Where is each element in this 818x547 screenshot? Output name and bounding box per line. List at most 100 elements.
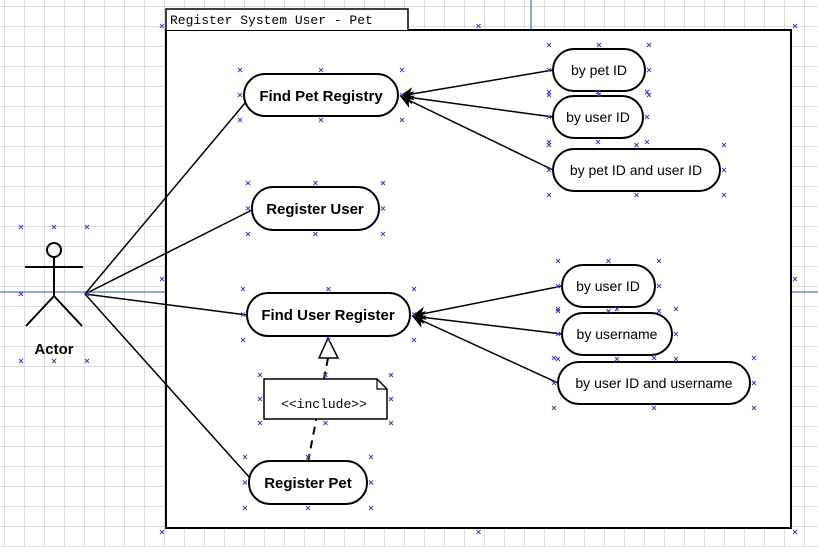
selection-marker-icon xyxy=(614,356,620,362)
selection-marker-icon xyxy=(368,480,374,485)
selection-marker-icon xyxy=(546,142,552,148)
selection-marker-icon xyxy=(546,42,552,48)
use-case-register-pet[interactable]: Register Pet xyxy=(248,460,368,505)
selection-marker-icon xyxy=(551,355,557,361)
selection-marker-icon xyxy=(555,331,561,337)
selection-marker-icon xyxy=(388,420,394,426)
selection-marker-icon xyxy=(313,231,318,237)
variant-label: by user ID and username xyxy=(575,375,732,391)
selection-marker-icon xyxy=(673,331,679,337)
selection-marker-icon xyxy=(555,356,561,362)
selection-marker-icon xyxy=(751,380,757,386)
variant-by-pet-id[interactable]: by pet ID xyxy=(552,48,646,92)
selection-marker-icon xyxy=(245,231,251,237)
selection-marker-icon xyxy=(721,167,727,173)
selection-marker-icon xyxy=(644,114,650,120)
selection-marker-icon xyxy=(245,206,251,211)
selection-marker-icon xyxy=(646,42,652,48)
selection-marker-icon xyxy=(323,372,328,378)
pet-registry-extends xyxy=(399,69,554,171)
selection-marker-icon xyxy=(242,454,248,460)
system-title: Register System User - Pet xyxy=(170,13,373,28)
selection-marker-icon xyxy=(721,192,727,198)
selection-marker-icon xyxy=(595,139,601,145)
selection-marker-icon xyxy=(476,23,481,29)
use-case-label: Find User Register xyxy=(261,307,395,324)
selection-marker-icon xyxy=(634,192,639,198)
selection-marker-icon xyxy=(305,505,311,511)
selection-marker-icon xyxy=(242,480,248,485)
selection-marker-icon xyxy=(368,454,374,460)
selection-marker-icon xyxy=(644,89,650,95)
selection-marker-icon xyxy=(646,92,652,98)
selection-marker-icon xyxy=(159,529,165,535)
selection-marker-icon xyxy=(237,117,243,123)
selection-marker-icon xyxy=(546,192,552,198)
selection-marker-icon xyxy=(546,67,552,73)
selection-marker-icon xyxy=(323,420,328,426)
selection-marker-icon xyxy=(399,92,405,98)
use-case-label: Register Pet xyxy=(264,475,352,492)
system-title-tab xyxy=(165,8,409,30)
selection-marker-icon xyxy=(257,396,263,402)
variant-by-username[interactable]: by username xyxy=(561,312,673,356)
use-case-find-user-register[interactable]: Find User Register xyxy=(246,292,411,337)
selection-marker-icon xyxy=(411,286,417,292)
selection-marker-icon xyxy=(240,312,246,317)
selection-marker-icon xyxy=(18,358,24,364)
selection-marker-icon xyxy=(380,180,386,186)
selection-marker-icon xyxy=(51,358,57,364)
selection-marker-icon xyxy=(546,167,552,173)
selection-marker-icon xyxy=(634,142,639,148)
selection-marker-icon xyxy=(651,405,657,411)
use-case-find-pet-registry[interactable]: Find Pet Registry xyxy=(243,73,399,117)
selection-marker-icon xyxy=(555,306,561,312)
selection-marker-icon xyxy=(368,505,374,511)
selection-marker-icon xyxy=(673,306,679,312)
selection-marker-icon xyxy=(656,258,662,264)
selection-marker-icon xyxy=(388,396,394,402)
associations xyxy=(84,102,253,479)
variant-by-user-id[interactable]: by user ID xyxy=(552,95,644,139)
selection-marker-icon xyxy=(237,67,243,73)
selection-marker-icon xyxy=(326,337,331,343)
selection-marker-icon xyxy=(245,180,251,186)
actor-label: Actor xyxy=(34,341,73,358)
variant-by-user-id-and-username[interactable]: by user ID and username xyxy=(557,361,751,405)
selection-marker-icon xyxy=(51,224,57,230)
selection-marker-icon xyxy=(792,276,798,282)
include-note[interactable]: <<include>> xyxy=(263,378,388,420)
variant-label: by pet ID xyxy=(571,62,627,78)
selection-marker-icon xyxy=(326,286,331,292)
include-triangle-icon xyxy=(317,336,340,359)
selection-marker-icon xyxy=(318,117,324,123)
selection-marker-icon xyxy=(159,276,165,282)
user-register-extends xyxy=(411,285,563,384)
selection-marker-icon xyxy=(751,405,757,411)
selection-marker-icon xyxy=(555,283,561,289)
selection-markers xyxy=(18,23,798,535)
selection-marker-icon xyxy=(644,139,650,145)
selection-marker-icon xyxy=(380,206,386,211)
selection-marker-icon xyxy=(257,420,263,426)
variant-label: by pet ID and user ID xyxy=(570,162,702,178)
use-case-register-user[interactable]: Register User xyxy=(251,186,380,231)
use-case-label: Register User xyxy=(266,201,364,218)
selection-marker-icon xyxy=(606,258,611,264)
selection-marker-icon xyxy=(18,224,24,230)
selection-marker-icon xyxy=(673,356,679,362)
selection-marker-icon xyxy=(237,92,243,98)
selection-marker-icon xyxy=(546,114,552,120)
variant-by-pet-id-and-user-id[interactable]: by pet ID and user ID xyxy=(552,148,721,192)
variant-by-user-id-2[interactable]: by user ID xyxy=(561,264,656,308)
selection-marker-icon xyxy=(555,258,561,264)
selection-marker-icon xyxy=(646,67,652,73)
variant-label: by user ID xyxy=(566,109,630,125)
selection-marker-icon xyxy=(84,291,90,297)
selection-marker-icon xyxy=(399,67,405,73)
selection-marker-icon xyxy=(651,355,657,361)
selection-marker-icon xyxy=(551,405,557,411)
actor-figure[interactable] xyxy=(25,242,83,327)
